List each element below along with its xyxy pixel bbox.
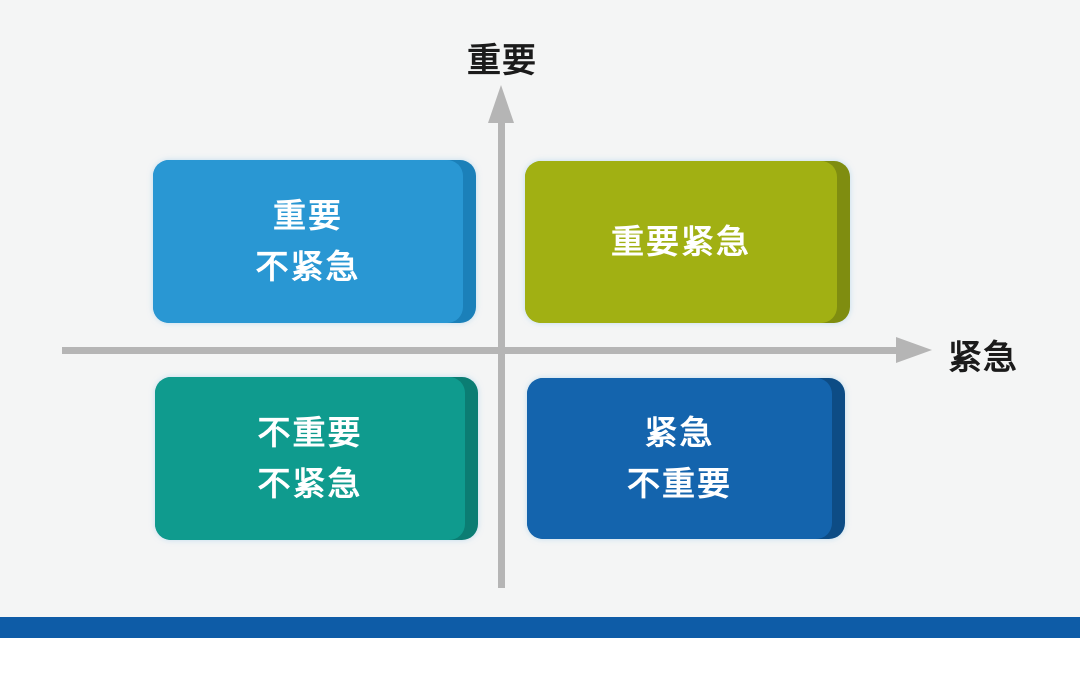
quadrant-label-line: 重要 [273,196,343,236]
quadrant-face: 不重要 不紧急 [155,377,465,540]
quadrant-face: 重要 不紧急 [153,160,463,323]
quadrant-important-urgent: 重要紧急 [525,161,850,323]
quadrant-label-line: 不重要 [627,463,732,503]
quadrant-label-line: 紧急 [644,413,715,453]
quadrant-label-line: 不紧急 [257,463,363,503]
quadrant-label-line: 不紧急 [255,246,361,286]
caption-area: 图2 时间管理四象限 [0,638,1080,699]
divider-bar [0,617,1080,638]
quadrant-important-not-urgent: 重要 不紧急 [153,160,476,323]
arrow-up-icon [488,85,514,123]
x-axis-line [62,347,900,354]
y-axis-label: 重要 [467,41,537,81]
quadrant-label-line: 不重要 [257,413,363,453]
quadrant-face: 重要紧急 [525,161,837,323]
quadrant-not-important-not-urgent: 不重要 不紧急 [155,377,478,540]
arrow-right-icon [896,337,932,363]
quadrant-face: 紧急 不重要 [527,378,832,539]
x-axis-label: 紧急 [948,338,1018,378]
quadrant-urgent-not-important: 紧急 不重要 [527,378,845,539]
quadrant-label-line: 重要紧急 [611,221,751,261]
